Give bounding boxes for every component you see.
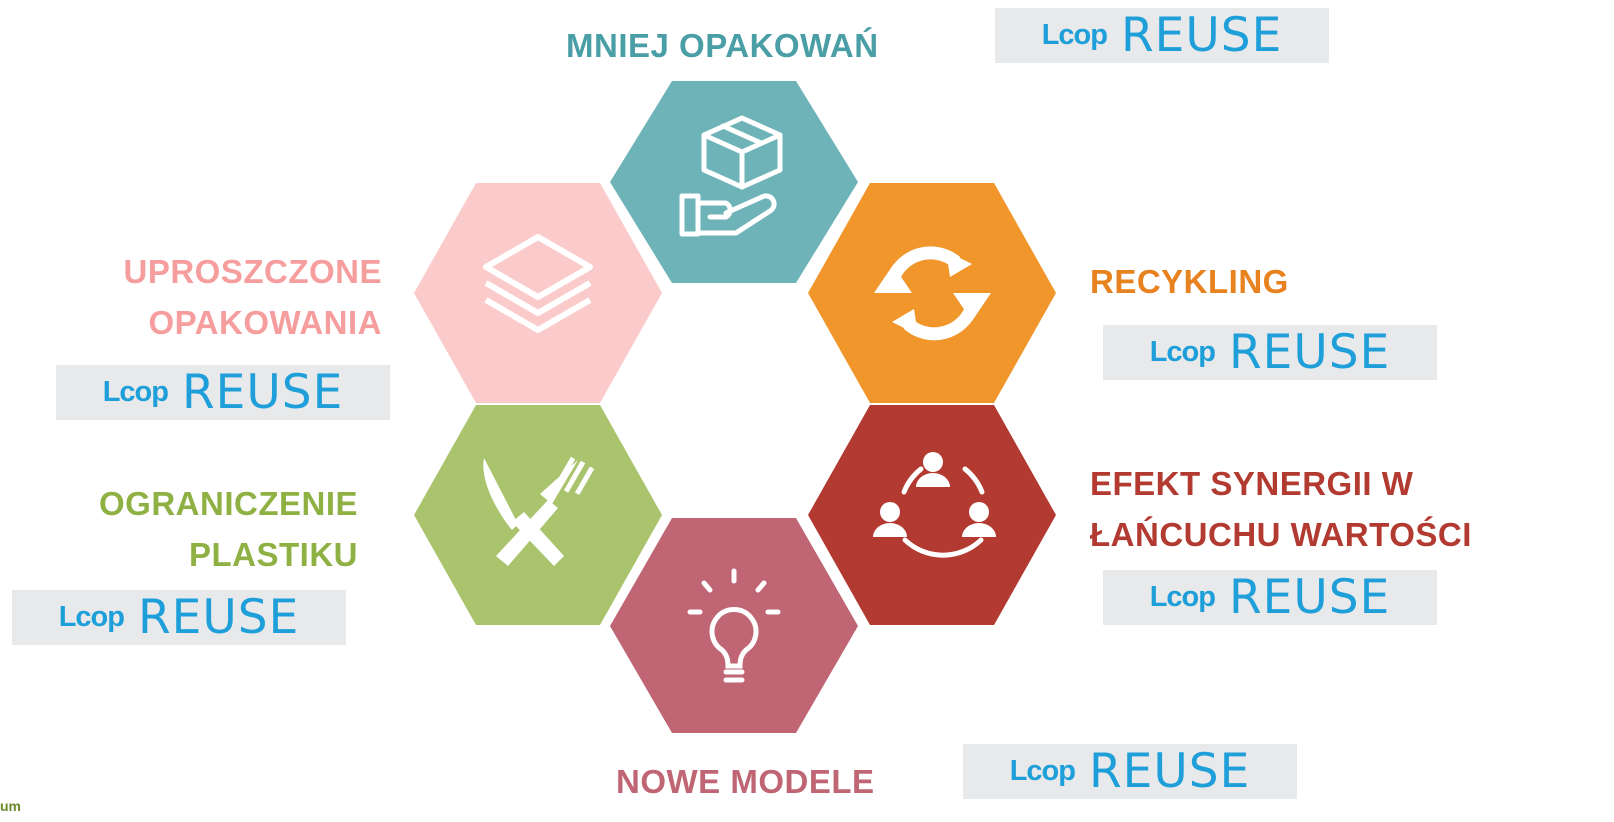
label-efekt-synergii-line1: EFEKT SYNERGII W	[1090, 465, 1414, 502]
label-recykling: RECYKLING	[1090, 263, 1289, 300]
loop-wordmark: Lcop	[1149, 581, 1216, 613]
hexagon-recykling	[808, 183, 1056, 403]
reuse-wordmark: REUSE	[1228, 570, 1391, 625]
label-efekt-synergii: EFEKT SYNERGII W ŁAŃCUCHU WARTOŚCI	[1090, 458, 1472, 560]
reuse-wordmark: REUSE	[1228, 325, 1391, 380]
lightbulb-icon	[687, 568, 781, 683]
label-nowe-modele: NOWE MODELE	[616, 763, 875, 800]
label-uproszczone-line1: UPROSZCZONE	[123, 253, 382, 290]
hexagon-nowe-modele	[610, 518, 858, 733]
loop-reuse-logo-nowe: Lcop REUSE	[963, 744, 1297, 799]
box-in-hand-icon	[679, 115, 783, 237]
reuse-wordmark: REUSE	[181, 365, 344, 420]
label-ograniczenie-line1: OGRANICZENIE	[98, 485, 358, 522]
loop-wordmark: Lcop	[1149, 336, 1216, 368]
reuse-wordmark: REUSE	[1088, 744, 1251, 799]
label-uproszczone-line2: OPAKOWANIA	[148, 304, 382, 341]
hexagon-efekt-synergii	[808, 405, 1056, 625]
label-ograniczenie-plastiku: OGRANICZENIE PLASTIKU	[68, 478, 358, 580]
loop-reuse-logo-recykling: Lcop REUSE	[1103, 325, 1437, 380]
people-network-icon	[873, 452, 996, 558]
loop-reuse-logo-efekt: Lcop REUSE	[1103, 570, 1437, 625]
layers-icon	[483, 234, 593, 333]
reuse-wordmark: REUSE	[137, 590, 300, 645]
label-ograniczenie-line2: PLASTIKU	[189, 536, 358, 573]
hexagon-uproszczone-opakowania	[414, 183, 662, 403]
loop-reuse-logo-top: Lcop REUSE	[995, 8, 1329, 63]
label-uproszczone-opakowania: UPROSZCZONE OPAKOWANIA	[60, 246, 382, 348]
label-efekt-synergii-line2: ŁAŃCUCHU WARTOŚCI	[1090, 516, 1472, 553]
label-mniej-opakowan: MNIEJ OPAKOWAŃ	[566, 27, 879, 64]
loop-wordmark: Lcop	[102, 376, 169, 408]
reuse-wordmark: REUSE	[1120, 8, 1283, 63]
loop-reuse-logo-ograniczenie: Lcop REUSE	[12, 590, 346, 645]
loop-reuse-logo-uproszczone: Lcop REUSE	[56, 365, 390, 420]
loop-wordmark: Lcop	[1041, 19, 1108, 51]
loop-wordmark: Lcop	[1009, 755, 1076, 787]
knife-fork-icon	[483, 456, 595, 566]
corner-text-fragment: um	[0, 798, 21, 814]
loop-wordmark: Lcop	[58, 601, 125, 633]
